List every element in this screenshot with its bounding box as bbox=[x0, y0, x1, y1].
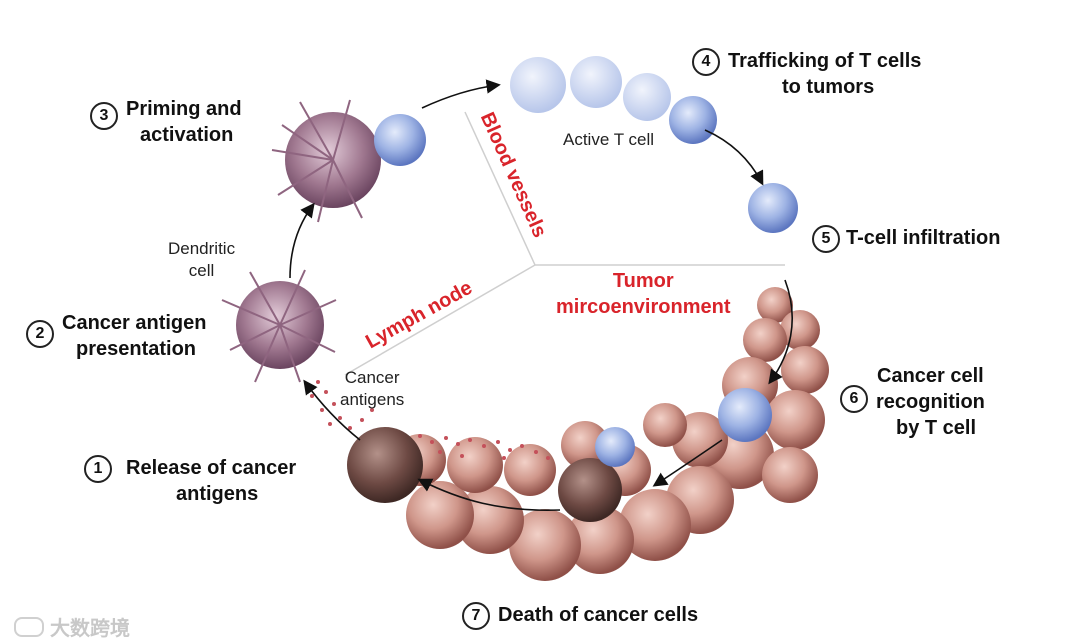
region-dividers bbox=[344, 111, 785, 376]
step-5: 5 T-cell infiltration bbox=[812, 225, 1001, 253]
region-tumor-line2: mircoenvironment bbox=[556, 296, 731, 318]
cancer-antigens-label: Cancer antigens bbox=[340, 367, 404, 411]
step-2-title-line2: presentation bbox=[76, 338, 197, 360]
dendritic-cell-presenting bbox=[221, 269, 337, 383]
step-2-number: 2 bbox=[26, 320, 54, 348]
watermark: 大数跨境 bbox=[14, 612, 130, 641]
step-5-title: T-cell infiltration bbox=[846, 227, 1001, 249]
step-6-title-line3: by T cell bbox=[896, 417, 977, 439]
dendritic-cell-label-line1: Dendritic bbox=[168, 239, 236, 258]
step-4: 4 Trafficking of T cells to tumors bbox=[692, 48, 921, 100]
dendritic-cell-priming bbox=[271, 99, 381, 223]
step-3: 3 Priming and activation bbox=[90, 96, 242, 148]
antigen-particles bbox=[310, 380, 550, 460]
dendritic-cell-label-line2: cell bbox=[188, 261, 215, 280]
cancer-antigens-label-line2: antigens bbox=[340, 390, 405, 409]
dying-cancer-cells bbox=[347, 427, 622, 522]
step-6: 6 Cancer cell recognition by T cell bbox=[840, 363, 985, 441]
step-6-number: 6 bbox=[840, 385, 868, 413]
dendritic-cell-label: Dendritic cell bbox=[168, 238, 235, 282]
region-tumor-line1: Tumor bbox=[612, 270, 674, 292]
step-1-title-line2: antigens bbox=[176, 483, 259, 505]
cancer-antigens-label-line1: Cancer bbox=[344, 368, 400, 387]
step-1: 1 Release of cancer antigens bbox=[84, 455, 296, 507]
cycle-arrows bbox=[289, 79, 793, 512]
step-2: 2 Cancer antigen presentation bbox=[26, 310, 206, 362]
watermark-text: 大数跨境 bbox=[50, 618, 130, 640]
step-5-number: 5 bbox=[812, 225, 840, 253]
t-cells bbox=[374, 56, 798, 467]
step-7-number: 7 bbox=[462, 602, 490, 630]
step-3-title-line2: activation bbox=[140, 124, 234, 146]
step-2-title-line1: Cancer antigen bbox=[62, 312, 207, 334]
step-6-title-line2: recognition bbox=[876, 391, 985, 413]
step-7-title: Death of cancer cells bbox=[498, 604, 699, 626]
step-4-title-line2: to tumors bbox=[782, 76, 875, 98]
step-1-number: 1 bbox=[84, 455, 112, 483]
step-7: 7 Death of cancer cells bbox=[462, 602, 699, 630]
step-1-title-line1: Release of cancer bbox=[126, 457, 297, 479]
step-4-number: 4 bbox=[692, 48, 720, 76]
step-3-title-line1: Priming and bbox=[126, 98, 242, 120]
watermark-logo-icon bbox=[14, 617, 44, 637]
active-t-cell-label: Active T cell bbox=[563, 130, 655, 149]
region-tumor-microenvironment: Tumor mircoenvironment bbox=[556, 268, 730, 320]
step-6-title-line1: Cancer cell bbox=[877, 365, 984, 387]
step-4-title-line1: Trafficking of T cells bbox=[728, 50, 922, 72]
step-3-number: 3 bbox=[90, 102, 118, 130]
